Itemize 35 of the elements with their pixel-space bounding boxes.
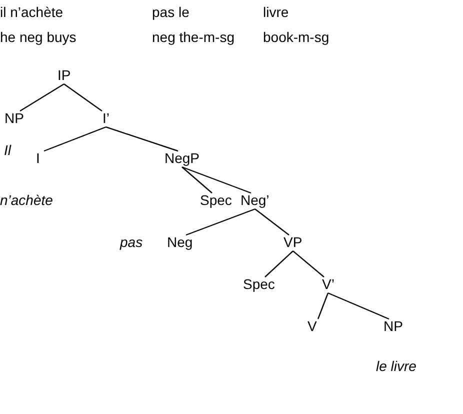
tree-node-label: Neg	[167, 234, 193, 250]
tree-node-label: V	[308, 318, 317, 334]
gloss-text: pas le	[152, 4, 190, 20]
tree-branch	[182, 166, 252, 194]
tree-node-label: I	[36, 150, 40, 166]
tree-node-label: Neg’	[240, 192, 270, 208]
tree-branch	[182, 166, 212, 194]
tree-branch	[264, 250, 294, 278]
tree-node-label: Spec	[243, 276, 275, 292]
tree-branch	[328, 292, 390, 320]
tree-branch	[106, 126, 178, 152]
gloss-text: neg the-m-sg	[152, 29, 234, 45]
tree-node-label: NP	[4, 110, 24, 126]
tree-node-label: V’	[322, 276, 334, 292]
tree-branch	[317, 292, 329, 320]
word-annotation: n’achète	[0, 192, 53, 208]
tree-branch	[254, 208, 290, 236]
tree-branch	[186, 208, 256, 236]
tree-node-label: IP	[58, 67, 71, 83]
gloss-text: livre	[263, 4, 289, 20]
gloss-text: book-m-sg	[263, 29, 330, 45]
tree-branch	[44, 126, 106, 152]
word-annotation: pas	[120, 234, 143, 250]
tree-branch	[292, 250, 324, 278]
tree-node-label: I’	[102, 110, 110, 126]
gloss-text: il n’achète	[0, 4, 64, 20]
tree-node-label: NP	[384, 318, 403, 334]
tree-branch	[64, 84, 102, 112]
tree-node-label: VP	[284, 234, 302, 250]
tree-branch	[20, 83, 64, 112]
tree-node-label: NegP	[164, 150, 200, 166]
word-annotation: Il	[4, 142, 11, 158]
tree-node-label: Spec	[200, 192, 232, 208]
gloss-text: he neg buys	[0, 29, 76, 45]
word-annotation: le livre	[376, 358, 416, 374]
